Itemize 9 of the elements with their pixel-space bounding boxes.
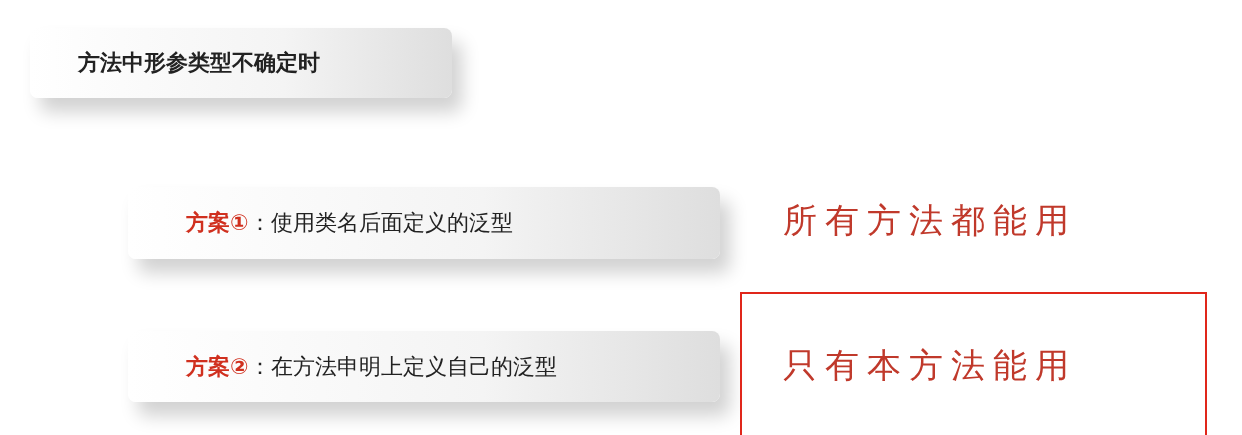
option-card xyxy=(128,187,720,259)
highlight-frame xyxy=(740,292,1207,435)
option-card xyxy=(30,28,452,98)
card-text: 方法中形参类型不确定时 xyxy=(78,49,320,77)
option-card xyxy=(128,331,720,402)
handwritten-note: 所有方法都能用 xyxy=(783,199,1077,242)
card-text: 方案①：使用类名后面定义的泛型 xyxy=(186,209,513,237)
card-text: 方案②：在方法申明上定义自己的泛型 xyxy=(186,352,557,381)
handwritten-note: 只有本方法能用 xyxy=(783,344,1077,387)
